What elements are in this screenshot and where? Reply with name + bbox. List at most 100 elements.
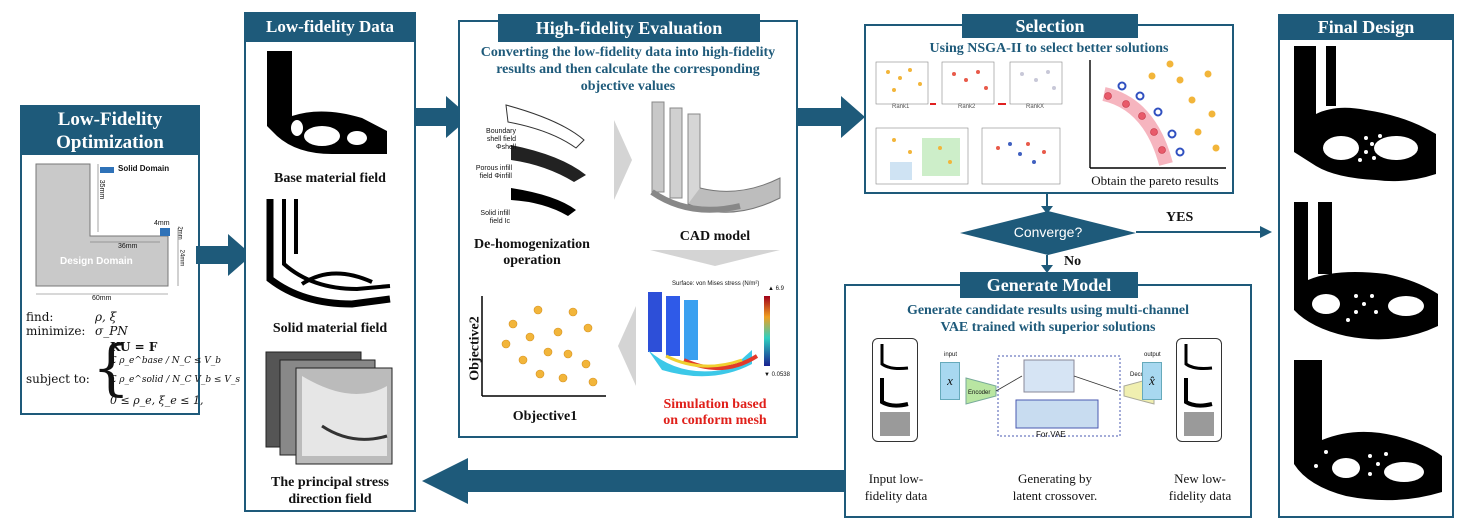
output-thumbs	[1184, 344, 1214, 436]
design-domain-figure	[35, 163, 179, 295]
generate-subtitle-2: VAE trained with superior solutions	[940, 320, 1156, 335]
vae-decoder: Decoder	[1130, 372, 1153, 378]
lbl-porous: Porous infill field Φinfill	[475, 165, 512, 180]
yes-label: YES	[1166, 210, 1194, 225]
rank1-label: Rank1	[892, 104, 910, 110]
stress-scale-title: Surface: von Mises stress (N/m²)	[672, 281, 760, 287]
objective-scatter	[481, 296, 606, 397]
selection-title: Selection	[1015, 16, 1085, 36]
minimize-value: σ_PN	[95, 324, 128, 338]
generate-header: Generate Model	[960, 272, 1138, 298]
cap-base-material: Base material field	[274, 171, 386, 186]
vae-xhat-box: x̂	[1142, 362, 1162, 400]
cap-stress-2: direction field	[288, 492, 372, 507]
constraint-4: 0 ≤ ρ_e, ξ_e ≤ 1,	[110, 394, 204, 407]
final-design-1	[1294, 46, 1436, 182]
arrow-no	[1041, 255, 1053, 273]
constraint-1: KU = F	[110, 340, 158, 354]
dehom-caption-2: operation	[503, 253, 561, 268]
selection-subtitle: Using NSGA-II to select better solutions	[929, 41, 1169, 56]
rankx-label: RankX	[1026, 104, 1045, 110]
rank2-label: Rank2	[958, 104, 976, 110]
converge-diamond	[960, 211, 1136, 255]
constraint-3: Σ ρ_e^solid / N_C V_b ≤ V_s	[110, 375, 240, 385]
dim-4: 4mm	[154, 220, 170, 227]
lowfid-data-header: Low-fidelity Data	[244, 12, 416, 42]
solid-domain-block	[160, 228, 170, 236]
minimize-label: minimize:	[26, 324, 86, 338]
sim-caption-2: on conform mesh	[663, 413, 767, 428]
arrow-yes	[1136, 226, 1272, 238]
vae-label-output: output	[1144, 352, 1161, 358]
input-thumbs	[880, 344, 910, 436]
lbl-solid: Solid infill field Ic	[480, 210, 510, 225]
hifi-subtitle-2: results and then calculate the correspon…	[496, 62, 760, 77]
cad-model-image	[650, 101, 781, 213]
stress-direction-image	[265, 351, 393, 465]
cap-solid-material: Solid material field	[272, 321, 388, 336]
solid-material-image	[266, 199, 391, 308]
find-value: ρ, ξ	[95, 310, 117, 324]
lowfid-opt-title-2: Optimization	[56, 132, 164, 153]
base-material-image	[267, 51, 387, 154]
dim-60: 60mm	[92, 295, 112, 302]
vae-x: x	[947, 373, 953, 388]
arrow-hifi-to-selection	[797, 96, 865, 138]
dehom-caption-1: De-homogenization	[474, 237, 590, 252]
stress-max: ▲ 6.9	[768, 286, 784, 292]
obj1-label: Objective1	[512, 409, 578, 424]
cap-stress-1: The principal stress	[271, 475, 389, 490]
find-label: find:	[26, 310, 54, 324]
dim-36: 36mm	[118, 243, 138, 250]
selection-header: Selection	[962, 14, 1138, 38]
pareto-caption: Obtain the pareto results	[1091, 173, 1219, 188]
chevron-left-icon	[618, 306, 636, 386]
subject-label: subject to:	[26, 372, 90, 386]
obj2-label: Objective2	[467, 316, 483, 381]
converge-label: Converge?	[1013, 224, 1083, 240]
dim-35: 35mm	[98, 179, 106, 200]
dim-2: 2mm	[176, 226, 183, 240]
final-title: Final Design	[1317, 17, 1415, 37]
vae-network	[965, 355, 1155, 437]
new-caption-1: New low-	[1174, 471, 1226, 486]
input-caption-1: Input low-	[868, 471, 924, 486]
final-design-3	[1294, 360, 1442, 501]
vae-label-input: input	[944, 352, 958, 358]
legend-solid-label: Solid Domain	[118, 164, 170, 173]
new-caption-2: fidelity data	[1168, 488, 1232, 503]
arrow-generate-to-data	[422, 458, 844, 504]
lowfid-data-title: Low-fidelity Data	[266, 17, 394, 36]
sim-caption-1: Simulation based	[663, 397, 767, 412]
dim-24: 24mm	[178, 249, 185, 267]
final-design-2	[1294, 202, 1438, 340]
generate-title: Generate Model	[986, 275, 1112, 295]
hifi-title: High-fidelity Evaluation	[535, 18, 723, 38]
lbl-boundary: Boundary shell field Φshell	[486, 128, 516, 151]
arrow-selection-to-converge	[1041, 194, 1053, 214]
vae-xhat: x̂	[1149, 373, 1155, 388]
lowfid-opt-title-1: Low-Fidelity	[57, 109, 163, 130]
simulation-image	[648, 292, 770, 377]
legend-solid-swatch	[100, 167, 114, 173]
vae-encoder: Encoder	[968, 390, 991, 396]
hifi-subtitle-1: Converting the low-fidelity data into hi…	[480, 45, 776, 60]
vae-x-box: x	[940, 362, 960, 400]
gen-caption-1: Generating by	[1017, 471, 1092, 486]
design-domain-label: Design Domain	[60, 256, 133, 267]
gen-caption-2: latent crossover.	[1012, 488, 1098, 503]
hifi-header: High-fidelity Evaluation	[498, 14, 760, 42]
hifi-subtitle-3: objective values	[580, 79, 676, 94]
nsga-rank-illustration	[875, 61, 1063, 185]
stress-min: ▼ 0.0538	[764, 372, 790, 378]
no-label: No	[1064, 254, 1082, 269]
input-caption-2: fidelity data	[864, 488, 928, 503]
constraint-brace: {	[92, 333, 131, 403]
vae-for-vae: For VAE	[1036, 430, 1066, 439]
pareto-plot	[1089, 60, 1226, 169]
lowfid-opt-header: Low-Fidelity Optimization	[20, 105, 200, 155]
chevron-down-icon	[650, 250, 780, 266]
arrow-data-to-hifi	[414, 96, 470, 138]
dehom-illustration	[505, 104, 586, 216]
chevron-right-icon	[614, 120, 632, 200]
